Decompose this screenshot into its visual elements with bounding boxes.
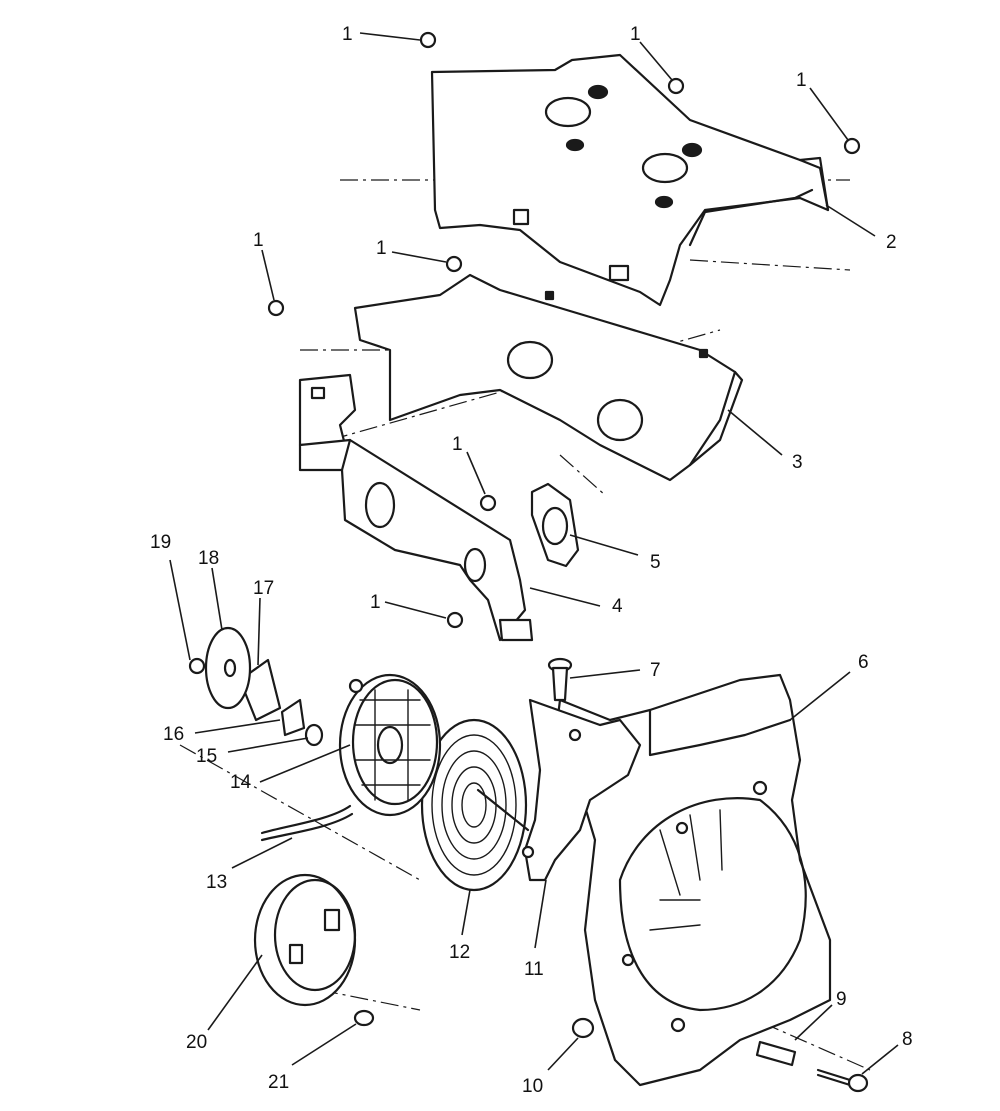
cam-part-16 <box>280 698 306 737</box>
recoil-spring-part-12 <box>420 718 530 892</box>
callout-9: 9 <box>836 989 847 1010</box>
callout-labels: 1 1 1 1 1 1 1 2 3 4 5 6 7 8 9 10 11 12 1… <box>150 24 913 1097</box>
nut-part-19 <box>188 657 206 675</box>
screw-part-21 <box>353 1009 375 1027</box>
callout-20: 20 <box>186 1032 207 1053</box>
spring-part-15 <box>304 723 324 747</box>
callout-21: 21 <box>268 1072 289 1093</box>
callout-14: 14 <box>230 772 252 793</box>
callout-4: 4 <box>612 596 623 617</box>
callout-1: 1 <box>253 230 264 251</box>
callout-1: 1 <box>796 70 807 91</box>
callout-7: 7 <box>650 660 661 681</box>
callout-17: 17 <box>253 578 274 599</box>
long-screw-part-8 <box>816 1068 869 1093</box>
washer-part-18 <box>204 626 252 710</box>
leader-lines <box>169 32 899 1075</box>
callout-10: 10 <box>522 1076 543 1097</box>
callout-15: 15 <box>196 746 217 767</box>
callout-13: 13 <box>206 872 227 893</box>
callout-18: 18 <box>198 548 219 569</box>
pulley-part-14 <box>338 673 442 817</box>
gasket-part-5 <box>530 482 580 568</box>
callout-1: 1 <box>630 24 641 45</box>
callout-1: 1 <box>452 434 463 455</box>
callout-12: 12 <box>449 942 470 963</box>
callout-8: 8 <box>902 1029 913 1050</box>
callout-1: 1 <box>370 592 381 613</box>
callout-19: 19 <box>150 532 171 553</box>
top-shroud-part-2 <box>430 53 830 307</box>
bolt-part-7 <box>547 657 573 702</box>
callout-1: 1 <box>376 238 387 259</box>
middle-baffle-part-3 <box>353 273 744 482</box>
callout-16: 16 <box>163 724 184 745</box>
starter-rope-part-13 <box>260 804 354 842</box>
side-baffle-part-4 <box>298 373 534 642</box>
bracket-part-11 <box>521 698 642 882</box>
callout-6: 6 <box>858 652 869 673</box>
callout-11: 11 <box>524 959 544 980</box>
clip-part-9 <box>755 1040 797 1067</box>
screws-part-1 <box>267 31 861 629</box>
callout-3: 3 <box>792 452 803 473</box>
callout-1: 1 <box>342 24 353 45</box>
callout-5: 5 <box>650 552 661 573</box>
cup-part-20 <box>253 873 357 1007</box>
callout-2: 2 <box>886 232 897 253</box>
plug-part-10 <box>571 1017 595 1039</box>
